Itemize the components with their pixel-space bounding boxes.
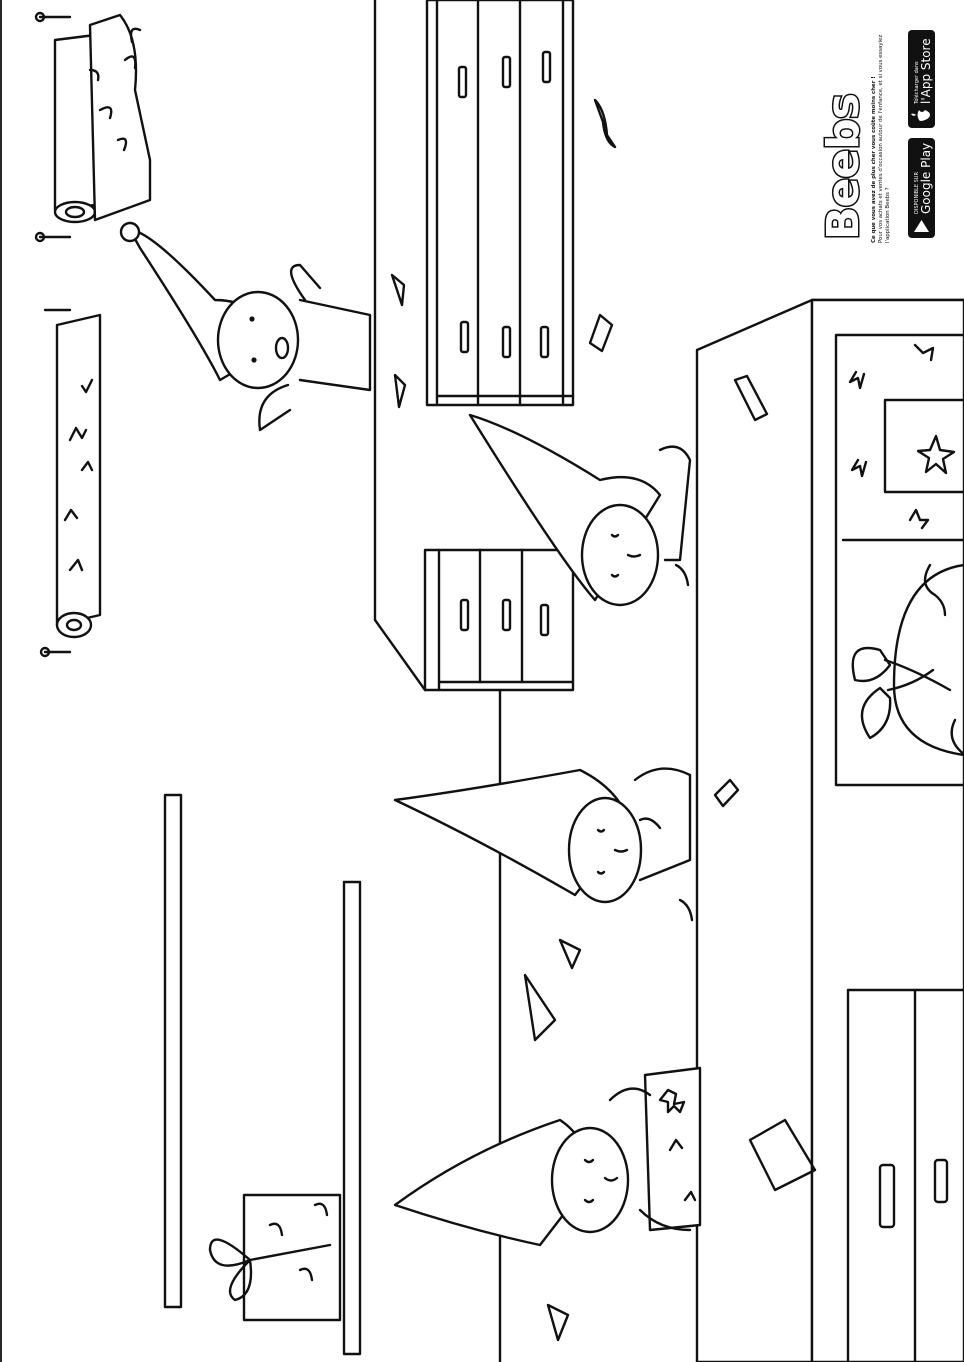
drawer-cabinet-top	[425, 0, 575, 407]
drawer-cabinet-bottom	[423, 548, 575, 692]
elf-center	[393, 767, 694, 922]
apple-icon	[911, 110, 930, 121]
elf-bottom	[393, 1066, 702, 1247]
tagline-line2: l'application Beebs ?	[885, 187, 891, 243]
tagline-bold: Ce que vous avez de plus cher vous coûte…	[870, 76, 877, 243]
google-play-small-text: DISPONIBLE SUR	[914, 172, 920, 214]
wrapping-paper-roll-top	[34, 11, 152, 243]
elf-top	[119, 221, 372, 432]
beebs-logo: Beebs	[818, 94, 869, 240]
app-store-badge[interactable]: Télécharger dans l'App Store	[908, 30, 935, 128]
wrapping-paper-roll-left	[39, 308, 102, 658]
shelf-board-2	[342, 880, 362, 1356]
back-wall-shelves	[163, 0, 502, 1362]
counter-shelf-gifts	[834, 333, 964, 787]
beebs-branding: Beebs Ce que vous avez de plus cher vous…	[817, 35, 892, 243]
shelf-board-1	[163, 793, 183, 1309]
gift-box-shelf	[208, 1193, 342, 1322]
tagline-line1: Pour vos achats et ventes d'occasion aut…	[878, 35, 884, 243]
google-play-icon	[914, 220, 929, 232]
app-store-small-text: Télécharger dans	[913, 61, 920, 105]
elf-middle	[468, 413, 692, 607]
google-play-badge[interactable]: DISPONIBLE SUR Google Play	[908, 138, 935, 238]
app-store-large-text: l'App Store	[919, 38, 933, 104]
wall-corner	[373, 618, 427, 692]
cabinet-bottom-body	[423, 548, 575, 692]
counter-top	[695, 298, 814, 1362]
paper-scraps	[390, 98, 817, 1342]
google-play-large-text: Google Play	[919, 143, 933, 214]
